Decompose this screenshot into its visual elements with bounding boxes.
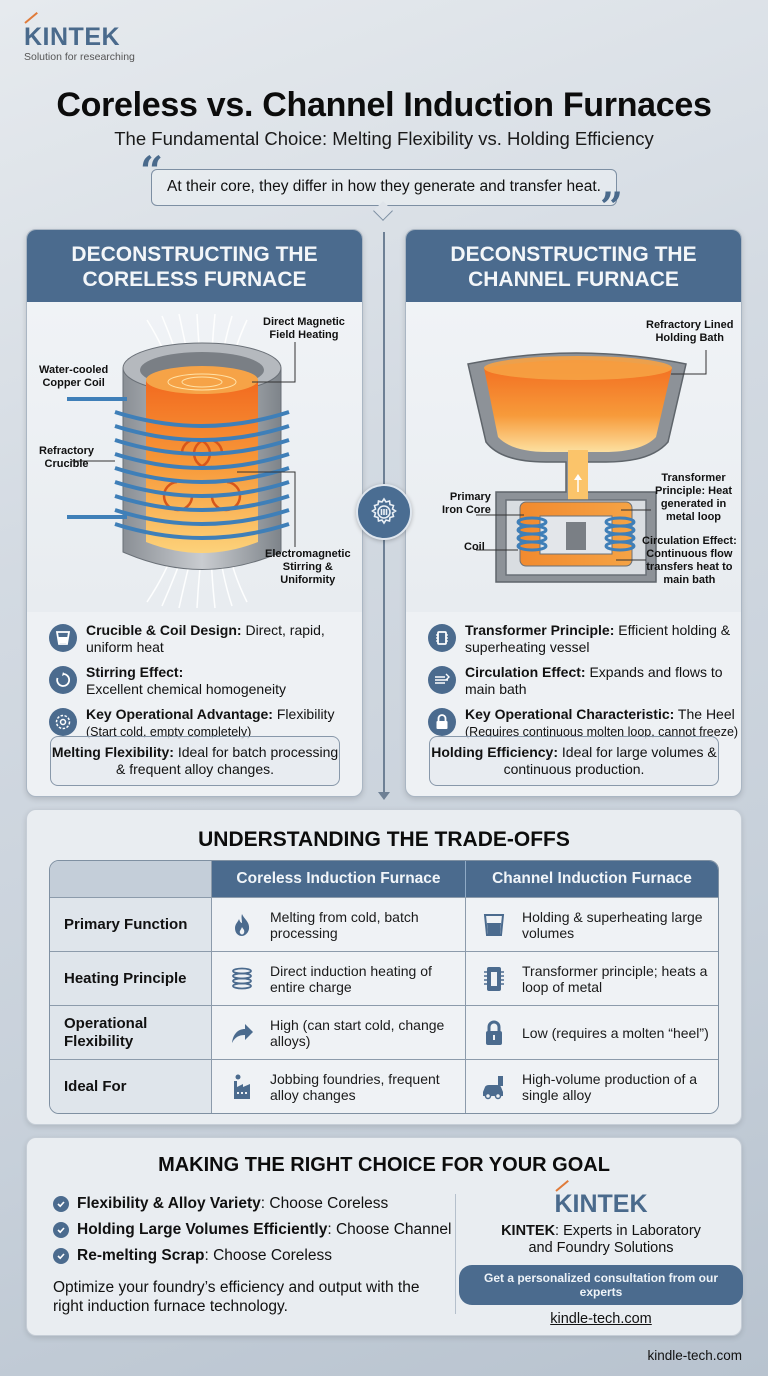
chip-icon bbox=[428, 624, 456, 652]
row-header: Primary Function bbox=[50, 898, 212, 951]
choice-item: Holding Large Volumes Efficiently: Choos… bbox=[53, 1217, 451, 1243]
row-header: Heating Principle bbox=[50, 952, 212, 1005]
table-cell: Direct induction heating of entire charg… bbox=[212, 952, 466, 1005]
table-cell: Transformer principle; heats a loop of m… bbox=[466, 952, 718, 1005]
column-header-coreless: Coreless Induction Furnace bbox=[212, 861, 466, 897]
feature-crucible-coil: Crucible & Coil Design: Direct, rapid, u… bbox=[49, 622, 362, 656]
table-row: Ideal For Jobbing foundries, frequent al… bbox=[50, 1059, 718, 1113]
consultation-button[interactable]: Get a personalized consultation from our… bbox=[459, 1265, 743, 1305]
choice-list: Flexibility & Alloy Variety: Choose Core… bbox=[53, 1191, 451, 1269]
feature-operational-advantage: Key Operational Advantage: Flexibility(S… bbox=[49, 706, 362, 741]
tradeoffs-section: UNDERSTANDING THE TRADE-OFFS Coreless In… bbox=[26, 809, 742, 1125]
quote-bubble bbox=[151, 169, 617, 206]
table-row: Heating Principle Direct induction heati… bbox=[50, 951, 718, 1005]
choice-item: Flexibility & Alloy Variety: Choose Core… bbox=[53, 1191, 451, 1217]
choice-note: Optimize your foundry’s efficiency and o… bbox=[53, 1279, 420, 1315]
check-circle-icon bbox=[53, 1196, 69, 1212]
footer-website-link[interactable]: kindle-tech.com bbox=[647, 1348, 742, 1363]
channel-features: Transformer Principle: Efficient holding… bbox=[406, 612, 741, 741]
lock-icon bbox=[428, 708, 456, 736]
quote-text: At their core, they differ in how they g… bbox=[167, 178, 601, 195]
tradeoffs-title: UNDERSTANDING THE TRADE-OFFS bbox=[198, 828, 570, 851]
feature-stirring: Stirring Effect:Excellent chemical homog… bbox=[49, 664, 362, 698]
choice-section: MAKING THE RIGHT CHOICE FOR YOUR GOAL Fl… bbox=[26, 1137, 743, 1336]
gear-flex-icon bbox=[49, 708, 77, 736]
check-circle-icon bbox=[53, 1222, 69, 1238]
coreless-summary: Melting Flexibility: Ideal for batch pro… bbox=[50, 736, 340, 786]
tradeoffs-table: Coreless Induction Furnace Channel Induc… bbox=[49, 860, 719, 1114]
choice-item: Re-melting Scrap: Choose Coreless bbox=[53, 1243, 451, 1269]
row-header: Operational Flexibility bbox=[50, 1006, 212, 1059]
channel-furnace-illustration bbox=[467, 350, 707, 583]
table-cell: Low (requires a molten “heel”) bbox=[466, 1006, 718, 1059]
lock-icon bbox=[480, 1019, 508, 1047]
coreless-features: Crucible & Coil Design: Direct, rapid, u… bbox=[27, 612, 362, 741]
kintek-logo: KINTEK Solution for researching bbox=[24, 11, 135, 63]
callout-coil: Coil bbox=[464, 541, 485, 553]
table-cell: High-volume production of a single alloy bbox=[466, 1060, 718, 1113]
table-cell: Holding & superheating large volumes bbox=[466, 898, 718, 951]
divider-arrow-icon bbox=[378, 792, 390, 800]
logo-wordmark: KINTEK bbox=[24, 11, 135, 50]
column-header-channel: Channel Induction Furnace bbox=[466, 861, 718, 897]
car-icon bbox=[480, 1073, 508, 1101]
table-cell: Jobbing foundries, frequent alloy change… bbox=[212, 1060, 466, 1113]
page-subtitle: The Fundamental Choice: Melting Flexibil… bbox=[114, 128, 654, 149]
table-cell: High (can start cold, change alloys) bbox=[212, 1006, 466, 1059]
table-row: Operational Flexibility High (can start … bbox=[50, 1005, 718, 1059]
close-quote-icon: ” bbox=[600, 184, 624, 231]
arrow-icon bbox=[228, 1019, 256, 1047]
logo-tagline: Solution for researching bbox=[24, 51, 135, 63]
brand-logo: KINTEK bbox=[554, 1179, 648, 1219]
open-quote-icon: “ bbox=[140, 148, 164, 195]
coil-icon bbox=[228, 965, 256, 993]
table-row: Primary Function Melting from cold, batc… bbox=[50, 897, 718, 951]
brand-website-link[interactable]: kindle-tech.com bbox=[550, 1311, 652, 1327]
flow-icon bbox=[428, 666, 456, 694]
flame-icon bbox=[228, 911, 256, 939]
chip-icon bbox=[480, 965, 508, 993]
table-cell: Melting from cold, batch processing bbox=[212, 898, 466, 951]
row-header: Ideal For bbox=[50, 1060, 212, 1113]
feature-heel: Key Operational Characteristic: The Heel… bbox=[428, 706, 741, 741]
vessel-icon bbox=[480, 911, 508, 939]
table-corner-cell bbox=[50, 861, 212, 897]
crucible-icon bbox=[49, 624, 77, 652]
check-circle-icon bbox=[53, 1248, 69, 1264]
feature-circulation: Circulation Effect: Expands and flows to… bbox=[428, 664, 741, 698]
choice-divider bbox=[455, 1194, 456, 1314]
page-title: Coreless vs. Channel Induction Furnaces bbox=[56, 86, 712, 124]
feature-transformer: Transformer Principle: Efficient holding… bbox=[428, 622, 741, 656]
table-header-row: Coreless Induction Furnace Channel Induc… bbox=[50, 861, 718, 897]
coreless-furnace-illustration bbox=[67, 313, 296, 609]
stir-icon bbox=[49, 666, 77, 694]
choice-title: MAKING THE RIGHT CHOICE FOR YOUR GOAL bbox=[158, 1154, 610, 1176]
factory-icon bbox=[228, 1073, 256, 1101]
channel-summary: Holding Efficiency: Ideal for large volu… bbox=[429, 736, 719, 786]
gear-icon bbox=[356, 484, 412, 540]
